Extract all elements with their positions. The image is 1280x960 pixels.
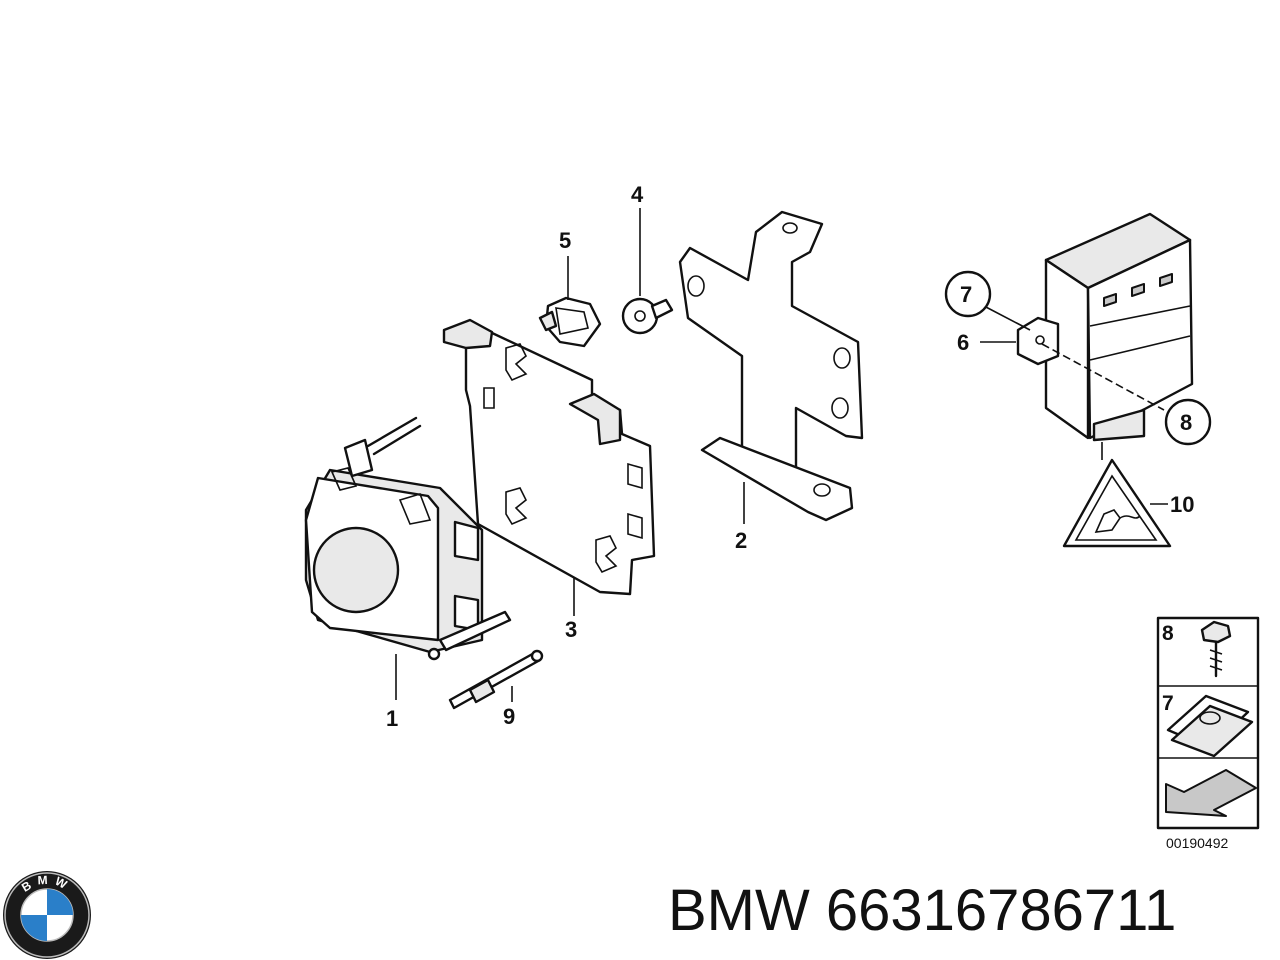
part-5-clip xyxy=(538,296,602,348)
label-7: 7 xyxy=(960,282,972,307)
part-9-stud xyxy=(448,649,544,710)
part-4-screw xyxy=(621,297,674,335)
label-10: 10 xyxy=(1170,492,1194,517)
label-6: 6 xyxy=(957,330,969,355)
part-3-plate xyxy=(442,318,656,596)
label-4: 4 xyxy=(631,182,644,207)
leader-lines xyxy=(395,208,1168,702)
part-6-holder xyxy=(1016,316,1060,366)
arrow-icon xyxy=(1165,769,1257,817)
legend-label-8: 8 xyxy=(1162,622,1174,645)
label-8-circle xyxy=(1164,398,1212,446)
bmw-logo-icon: BMW xyxy=(3,871,91,959)
label-2: 2 xyxy=(735,528,747,553)
part-2-bracket xyxy=(678,210,864,522)
label-7-circle xyxy=(944,270,992,318)
label-3: 3 xyxy=(565,617,577,642)
part-10-warning-label xyxy=(1062,458,1172,548)
control-module xyxy=(1044,212,1194,442)
legend-label-7: 7 xyxy=(1162,692,1174,715)
label-9: 9 xyxy=(503,704,515,729)
label-1: 1 xyxy=(386,706,398,731)
clip-nut-icon xyxy=(1166,694,1254,758)
self-tapping-screw-icon xyxy=(1200,620,1232,678)
drawing-code: 00190492 xyxy=(1166,835,1229,851)
fastener-legend: 8 7 00190492 xyxy=(1156,616,1260,851)
label-5: 5 xyxy=(559,228,571,253)
label-8: 8 xyxy=(1180,410,1192,435)
part-number-text: BMW 66316786711 xyxy=(668,878,1177,943)
callout-labels: 1 9 3 5 4 2 6 7 8 10 xyxy=(386,182,1212,731)
part-1-sensor xyxy=(304,416,512,661)
